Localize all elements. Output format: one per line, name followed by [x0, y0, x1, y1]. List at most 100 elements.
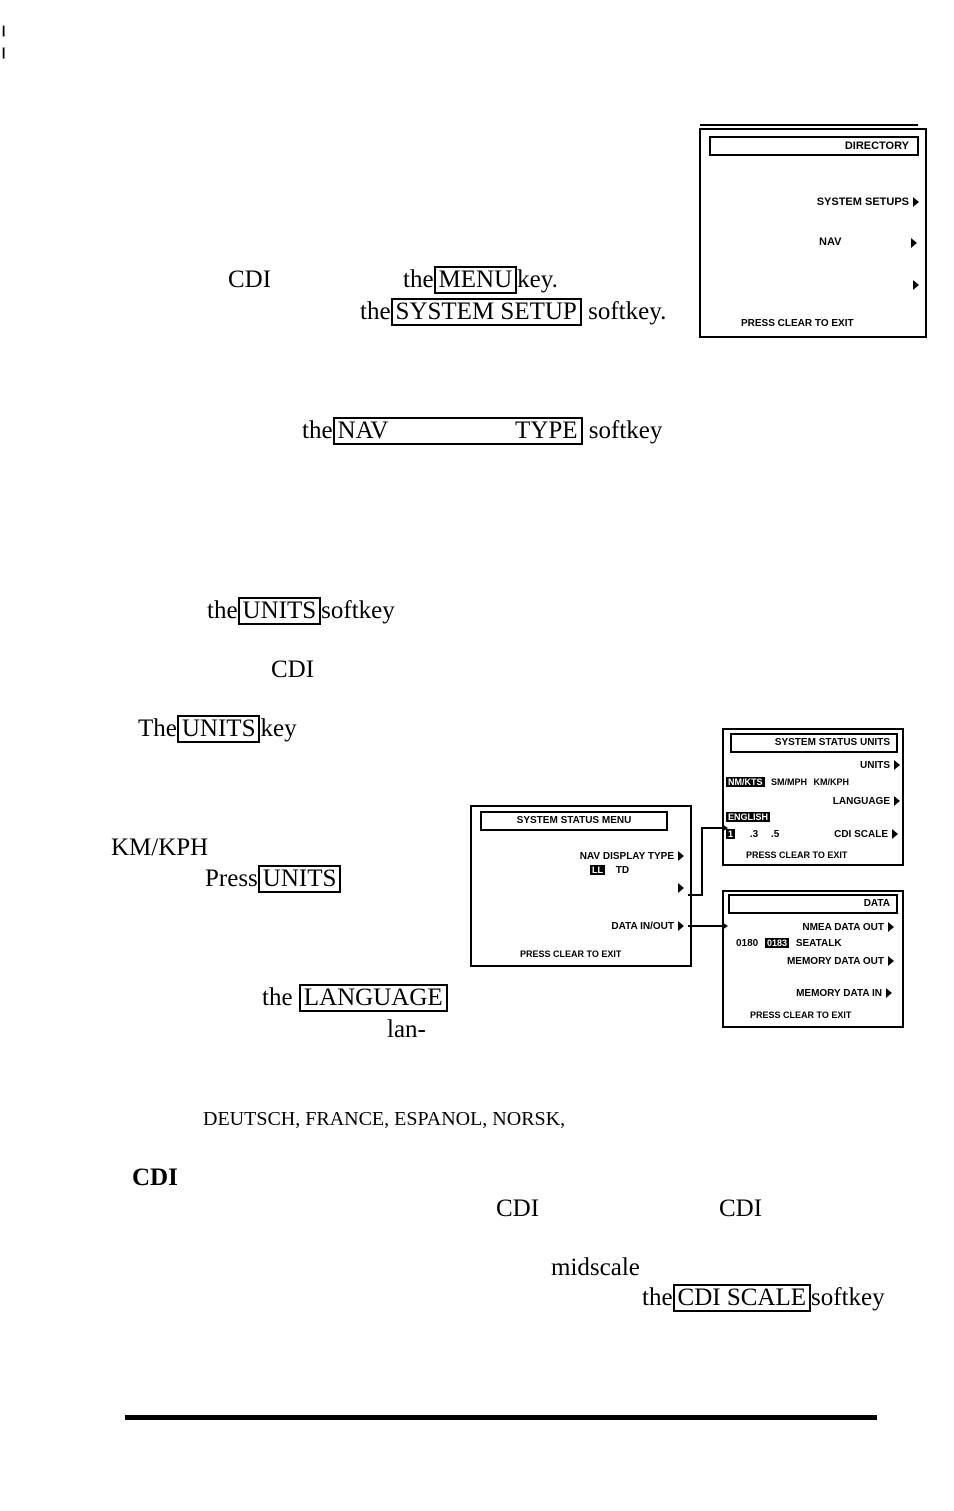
system-status-footer: PRESS CLEAR TO EXIT [520, 949, 622, 959]
units-screen: SYSTEM STATUS UNITS UNITS NM/KTS SM/MPH … [722, 728, 904, 866]
text-softkey: softkey [811, 1284, 885, 1311]
text-nav-type-line: the NAV TYPE softkey [302, 417, 662, 445]
text-press: Press [205, 865, 258, 892]
text-softkey: softkey [321, 597, 395, 624]
connector-units [688, 827, 722, 896]
menu-item-blank[interactable] [909, 280, 919, 291]
system-setup-key[interactable]: SYSTEM SETUP [390, 298, 582, 326]
units-key[interactable]: UNITS [237, 597, 322, 625]
option-td[interactable]: TD [615, 865, 630, 876]
menu-item-data-in-out[interactable]: DATA IN/OUT [611, 921, 684, 932]
margin-mark: ¦ [0, 19, 8, 59]
text-kmkph: KM/KPH [111, 834, 209, 861]
nav-type-options: LL TD [590, 865, 629, 876]
option-0183-selected[interactable]: 0183 [765, 938, 790, 948]
text-key: key. [517, 266, 558, 293]
data-title: DATA [728, 894, 898, 914]
menu-item-nav[interactable]: NAV [819, 236, 917, 248]
units-key[interactable]: UNITS [176, 715, 261, 743]
language-key[interactable]: LANGUAGE [298, 984, 448, 1012]
menu-item-nmea-data-out[interactable]: NMEA DATA OUT [802, 922, 894, 933]
arrow-right-icon [892, 829, 898, 840]
text-softkey: softkey. [588, 298, 667, 325]
directory-footer: PRESS CLEAR TO EXIT [741, 318, 854, 329]
menu-item-memory-data-out[interactable]: MEMORY DATA OUT [787, 956, 894, 967]
option-smmph[interactable]: SM/MPH [771, 777, 808, 787]
arrow-right-icon [678, 851, 684, 862]
directory-title: DIRECTORY [709, 136, 919, 156]
units-options: NM/KTS SM/MPH KM/KPH [726, 777, 849, 787]
text-the: the [302, 417, 333, 444]
text-the: the [642, 1284, 673, 1311]
nav-key-label: NAV [337, 417, 389, 444]
text-language-line: the LANGUAGE [262, 984, 448, 1012]
text-softkey: softkey [588, 417, 663, 444]
text-cdi: CDI [496, 1195, 540, 1222]
text-the: the [207, 597, 238, 624]
text-the: the [262, 984, 293, 1011]
arrow-right-icon [894, 760, 900, 771]
option-scale-1-selected[interactable]: 1 [726, 829, 736, 839]
menu-item-units[interactable] [674, 883, 684, 894]
type-key-label: TYPE [515, 417, 578, 444]
directory-screen: DIRECTORY SYSTEM SETUPS NAV PRESS CLEAR … [699, 128, 927, 338]
arrow-right-icon [913, 280, 919, 291]
menu-item-units[interactable]: UNITS [860, 760, 900, 771]
screen-top-rule [700, 124, 918, 126]
cdi-scale-key[interactable]: CDI SCALE [672, 1284, 812, 1312]
units-footer: PRESS CLEAR TO EXIT [746, 850, 848, 860]
arrow-right-icon [678, 883, 684, 894]
units-key[interactable]: UNITS [257, 865, 342, 893]
data-options: 0180 0183 SEATALK [736, 938, 842, 949]
language-option: ENGLISH [726, 812, 771, 823]
option-nmkts-selected[interactable]: NM/KTS [726, 777, 765, 787]
option-scale-5[interactable]: .5 [770, 829, 780, 840]
text-the: the [360, 298, 391, 325]
nav-display-type-key[interactable]: NAV TYPE [332, 417, 583, 445]
arrow-right-icon [886, 988, 892, 999]
option-english-selected[interactable]: ENGLISH [726, 812, 771, 822]
menu-key[interactable]: MENU [433, 266, 518, 294]
units-title: SYSTEM STATUS UNITS [730, 733, 898, 753]
page-bottom-rule [125, 1415, 877, 1420]
text-midscale: midscale [551, 1254, 640, 1281]
system-status-screen: SYSTEM STATUS MENU NAV DISPLAY TYPE LL T… [470, 805, 692, 967]
text-cdi: CDI [719, 1195, 763, 1222]
menu-item-cdi-scale[interactable]: 1 .3 .5 CDI SCALE [726, 829, 898, 840]
arrow-right-icon [894, 796, 900, 807]
option-kmkph[interactable]: KM/KPH [813, 777, 850, 787]
menu-item-language[interactable]: LANGUAGE [833, 796, 900, 807]
cdi-scale-label: CDI SCALE [834, 829, 888, 840]
system-status-title: SYSTEM STATUS MENU [480, 811, 668, 831]
option-ll-selected[interactable]: LL [590, 865, 605, 875]
menu-item-nav-display-type[interactable]: NAV DISPLAY TYPE [580, 851, 684, 862]
connector-units-arrowhead [722, 824, 728, 832]
option-scale-3[interactable]: .3 [749, 829, 759, 840]
text-the: The [138, 715, 177, 742]
text-lan: lan- [387, 1016, 426, 1043]
arrow-right-icon [888, 956, 894, 967]
arrow-right-icon [888, 922, 894, 933]
option-0180[interactable]: 0180 [736, 938, 759, 949]
arrow-right-icon [911, 238, 917, 248]
text-languages: DEUTSCH, FRANCE, ESPANOL, NORSK, [203, 1108, 566, 1130]
arrow-right-icon [913, 197, 919, 208]
text-the: the [403, 266, 434, 293]
option-seatalk[interactable]: SEATALK [795, 938, 842, 949]
section-heading-cdi: CDI [132, 1164, 178, 1191]
menu-item-memory-data-in[interactable]: MEMORY DATA IN [796, 988, 892, 999]
connector-data-arrowhead [722, 922, 728, 930]
screen-connectors [688, 824, 728, 930]
text-cdi: CDI [228, 266, 272, 293]
text-cdi: CDI [271, 656, 315, 683]
arrow-right-icon [678, 921, 684, 932]
data-screen: DATA NMEA DATA OUT 0180 0183 SEATALK MEM… [722, 890, 904, 1028]
data-footer: PRESS CLEAR TO EXIT [750, 1010, 852, 1020]
menu-item-system-setups[interactable]: SYSTEM SETUPS [817, 196, 919, 208]
